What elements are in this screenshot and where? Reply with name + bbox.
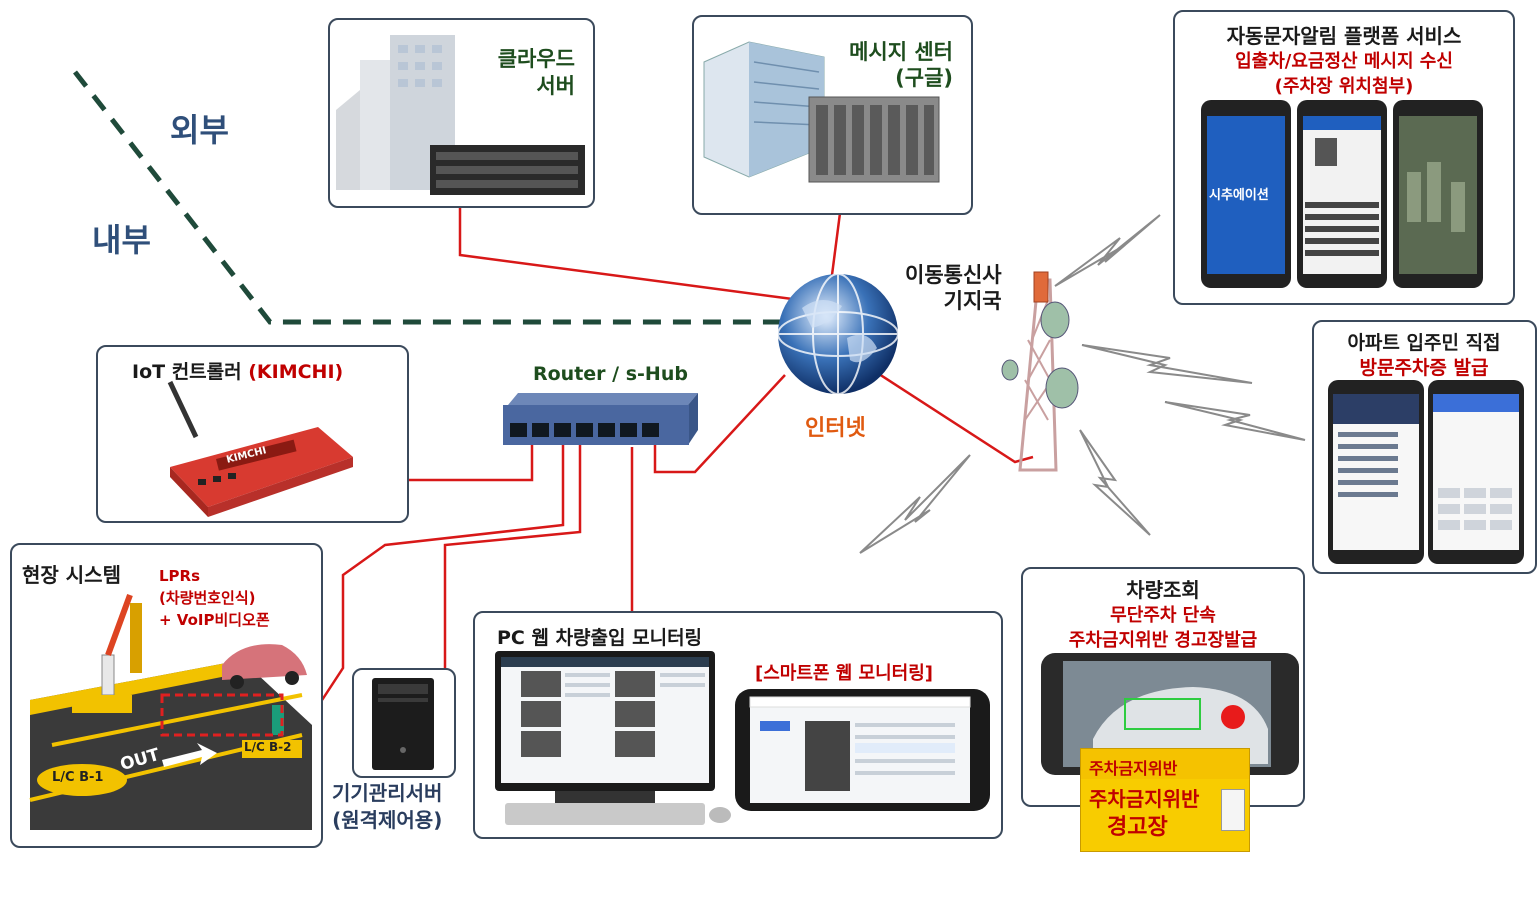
pc-monitor-title: PC 웹 차량출입 모니터링 <box>497 627 703 649</box>
lane-b1-label: L/C B-1 <box>52 770 104 785</box>
warning-ticket: 주차금지위반 주차금지위반 경고장 <box>1080 748 1250 852</box>
lpr-label: LPRs(차량번호인식)+ VoIP비디오폰 <box>159 567 270 629</box>
vehicle-lookup-sub2: 주차금지위반 경고장발급 <box>1068 630 1258 651</box>
iot-controller-title: IoT 컨트롤러 (KIMCHI) <box>132 361 344 383</box>
link-router-field <box>286 430 565 753</box>
wireless-bolt-resident-2 <box>1164 401 1306 441</box>
mgmt-server-box <box>352 668 456 778</box>
pc-monitor-box: PC 웹 차량출입 모니터링 [스마트폰 웹 모니터링] <box>473 611 1003 839</box>
link-router-internet <box>653 374 786 474</box>
message-center-label: 메시지 센터(구글) <box>849 40 953 90</box>
ticket-text-2: 주차금지위반 <box>1089 787 1200 811</box>
router-label: Router / s-Hub <box>533 363 688 385</box>
iot-controller-device <box>167 380 353 517</box>
internet-label: 인터넷 <box>805 416 866 441</box>
lane-b2-label: L/C B-2 <box>244 740 292 754</box>
message-center-illustration <box>703 41 940 183</box>
zone-outside-label: 외부 <box>170 111 229 149</box>
field-system-title: 현장 시스템 <box>22 563 121 587</box>
vehicle-lookup-sub1: 무단주차 단속 <box>1110 605 1216 626</box>
ticket-text-3: 경고장 <box>1107 815 1168 840</box>
field-system-illustration <box>29 593 312 830</box>
link-router-mgmt <box>443 430 582 668</box>
sms-service-sub1: 입출차/요금정산 메시지 수신 <box>1235 51 1453 72</box>
internet-globe-icon <box>777 273 899 395</box>
router-switch-icon <box>503 393 698 445</box>
zone-inside-label: 내부 <box>92 221 151 259</box>
wireless-bolt-sms <box>1054 214 1161 287</box>
sms-service-box: 자동문자알림 플랫폼 서비스 입출차/요금정산 메시지 수신 (주차장 위치첨부… <box>1173 10 1515 305</box>
iot-controller-box: IoT 컨트롤러 (KIMCHI) KIMCHI <box>96 345 409 523</box>
wireless-bolt-vehicle <box>1079 429 1151 536</box>
sms-service-title: 자동문자알림 플랫폼 서비스 <box>1226 24 1462 48</box>
link-cloud-internet <box>458 207 801 302</box>
cell-tower-graphic <box>1001 271 1079 472</box>
sms-phone-app-text: 시추에이션 <box>1209 188 1269 203</box>
link-router-iot <box>350 430 534 482</box>
sms-service-sub2: (주차장 위치첨부) <box>1274 76 1414 97</box>
pc-monitor-illustration <box>495 651 990 825</box>
ticket-text-1: 주차금지위반 <box>1089 759 1178 778</box>
resident-line2: 방문주차증 발급 <box>1359 357 1489 379</box>
mgmt-server-label: 기기관리서버(원격제어용) <box>332 781 443 832</box>
wireless-bolt-monitor <box>859 454 971 554</box>
link-internet-tower <box>864 363 1034 464</box>
cloud-server-illustration <box>336 35 585 195</box>
field-system-box: 현장 시스템 LPRs(차량번호인식)+ VoIP비디오폰 OUT L/C B-… <box>10 543 323 848</box>
resident-line1: 아파트 입주민 직접 <box>1347 332 1501 354</box>
resident-box: 아파트 입주민 직접 방문주차증 발급 <box>1312 320 1537 574</box>
link-message-internet <box>830 212 842 276</box>
resident-phones-illustration <box>1328 380 1524 564</box>
wireless-bolt-resident <box>1081 344 1253 384</box>
boundary-dashed-line <box>73 70 790 325</box>
smartphone-monitor-title: [스마트폰 웹 모니터링] <box>755 663 934 684</box>
mgmt-server-tower-icon <box>372 678 434 770</box>
sms-phones-illustration <box>1201 100 1483 288</box>
message-center-box: 메시지 센터(구글) <box>692 15 973 215</box>
vehicle-lookup-title: 차량조회 <box>1126 578 1200 602</box>
